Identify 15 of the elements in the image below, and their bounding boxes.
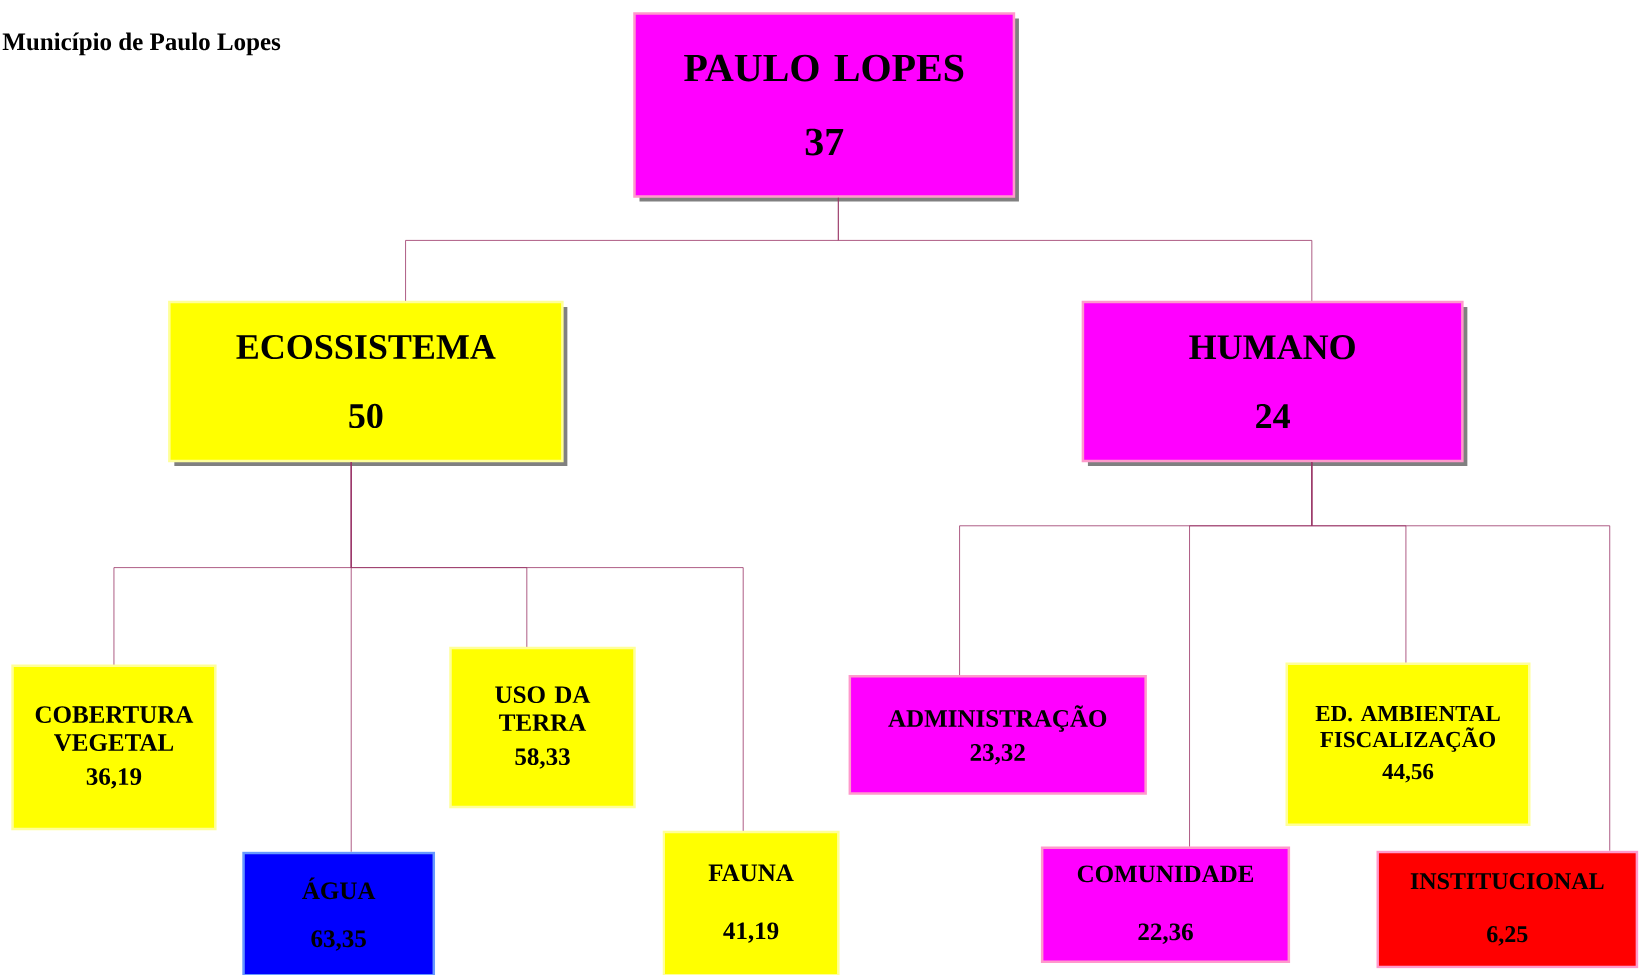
category-box: ADMINISTRAÇÃO 23,32 — [848, 675, 1147, 795]
category-box: COBERTURA VEGETAL 36,19 — [11, 664, 217, 831]
connector-line — [350, 461, 744, 832]
category-box: ECOSSISTEMA 50 — [168, 300, 564, 463]
category-box: COMUNIDADE 22,36 — [1040, 846, 1291, 963]
connector-line — [837, 197, 1313, 302]
category-box: ED. AMBIENTAL FISCALIZAÇÃO 44,56 — [1285, 662, 1531, 826]
category-box: PAULO LOPES 37 — [633, 12, 1016, 198]
category-box: USO DA TERRA 58,33 — [449, 646, 636, 809]
category-box: HUMANO 24 — [1081, 300, 1464, 463]
category-box: FAUNA 41,19 — [662, 830, 840, 975]
category-box: INSTITUCIONAL 6,25 — [1376, 850, 1639, 969]
category-box: ÁGUA 63,35 — [242, 851, 436, 975]
connector-line — [1311, 461, 1611, 852]
title: Município de Paulo Lopes — [2, 32, 281, 56]
